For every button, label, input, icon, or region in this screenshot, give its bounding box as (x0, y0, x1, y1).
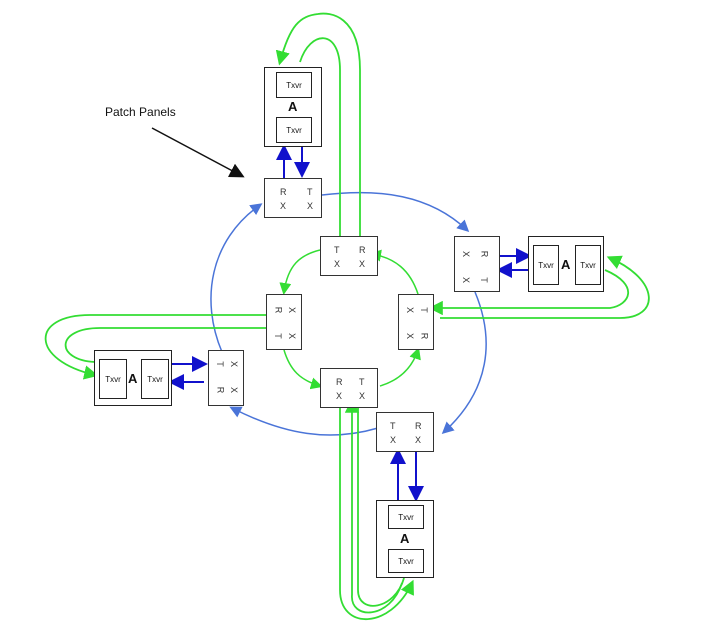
patch-panel-outer-left: T X R X (208, 350, 244, 406)
pp-t: T (359, 377, 365, 387)
node-top: Txvr A Txvr (264, 67, 322, 147)
pp-x: X (280, 201, 287, 211)
node-bottom-label: A (400, 531, 410, 546)
callout-label: Patch Panels (105, 105, 176, 119)
right-loop-outer (440, 255, 650, 319)
pp-r: R (415, 421, 422, 431)
patch-panel-center-left: R X T X (266, 294, 302, 350)
pp-r: R (359, 245, 366, 255)
pp-t: T (418, 307, 429, 313)
txvr-bottom-lower: Txvr (388, 549, 424, 573)
left-loop-inner (64, 327, 266, 363)
txvr-left-left: Txvr (99, 359, 127, 399)
node-left: Txvr A Txvr (94, 350, 172, 406)
ring-arc-right (441, 291, 487, 435)
txvr-bottom-upper: Txvr (388, 505, 424, 529)
bottom-loop-outer (339, 400, 414, 621)
inner-arc-bottom-left (283, 349, 323, 390)
pp-x: X (405, 332, 416, 340)
node-top-label: A (288, 99, 298, 114)
txvr-left-right: Txvr (141, 359, 169, 399)
pp-t: T (272, 333, 283, 339)
pp-t: T (307, 187, 313, 197)
patch-panel-outer-right: X R X T (454, 236, 500, 292)
pp-r: R (479, 250, 490, 258)
pp-x: X (461, 276, 472, 284)
inner-arc-top-right (369, 249, 419, 295)
node-right: Txvr A Txvr (528, 236, 604, 292)
inner-arc-bottom-right (379, 347, 421, 387)
pp-r: R (280, 187, 287, 197)
ring-arc-left (210, 203, 263, 353)
patch-panel-center-bottom: R T X X (320, 368, 378, 408)
patch-panel-outer-bottom: T R X X (376, 412, 434, 452)
txvr-top-lower: Txvr (276, 117, 312, 143)
pp-x: X (405, 306, 416, 314)
pp-x: X (334, 259, 341, 269)
node-left-label: A (128, 371, 138, 386)
pp-r: R (215, 386, 226, 394)
pp-x: X (229, 386, 240, 394)
pp-x: X (287, 332, 298, 340)
pp-x: X (390, 435, 397, 445)
pp-x: X (287, 306, 298, 314)
pp-r: R (273, 306, 284, 314)
pp-r: R (336, 377, 343, 387)
patch-panel-center-right: X T X R (398, 294, 434, 350)
pp-x: X (307, 201, 314, 211)
left-loop-outer (44, 314, 266, 380)
pp-t: T (334, 245, 340, 255)
pp-x: X (415, 435, 422, 445)
txvr-top-upper: Txvr (276, 72, 312, 98)
bottom-loop-return (344, 398, 403, 614)
node-right-label: A (561, 257, 571, 272)
pp-x: X (461, 250, 472, 258)
callout-arrow (151, 127, 245, 178)
right-loop-inner (428, 269, 629, 316)
top-loop-outer (275, 12, 361, 240)
pp-t: T (214, 361, 225, 367)
pp-x: X (229, 360, 240, 368)
patch-panel-center-top: T R X X (320, 236, 378, 276)
node-bottom: Txvr A Txvr (376, 500, 434, 578)
pp-t: T (478, 277, 489, 283)
patch-panel-outer-top: R T X X (264, 178, 322, 218)
pp-x: X (359, 259, 366, 269)
txvr-right-left: Txvr (533, 245, 559, 285)
ring-arc-bottom (229, 406, 379, 436)
pp-r: R (419, 332, 430, 340)
inner-arc-top-left (279, 249, 321, 295)
top-loop-inner (299, 37, 348, 249)
pp-t: T (390, 421, 396, 431)
pp-x: X (336, 391, 343, 401)
ring-arc-top (321, 191, 470, 233)
txvr-right-right: Txvr (575, 245, 601, 285)
pp-x: X (359, 391, 366, 401)
